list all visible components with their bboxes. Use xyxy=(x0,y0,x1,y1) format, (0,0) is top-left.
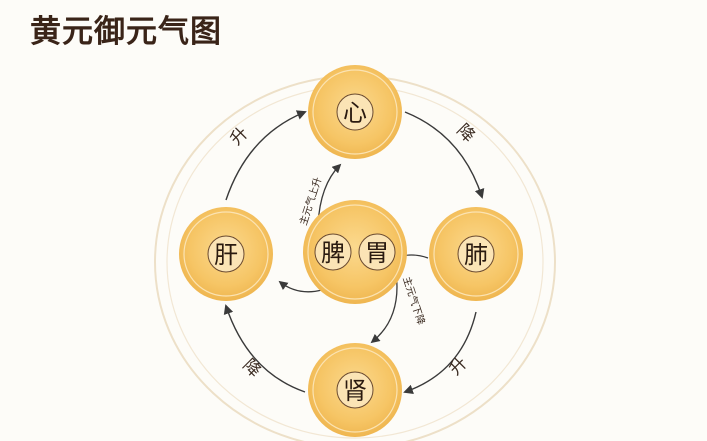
node-center: 脾 胃 xyxy=(303,200,407,304)
node-spleen-label: 脾 xyxy=(321,239,345,267)
node-heart: 心 xyxy=(308,65,402,159)
page-title: 黄元御元气图 xyxy=(30,14,222,50)
label-left-top: 升 xyxy=(226,123,252,149)
arrow-spleen-to-liver xyxy=(278,280,323,293)
arrow-heart-to-lung xyxy=(404,111,485,199)
arrow-liver-to-heart xyxy=(225,110,307,201)
node-liver: 肝 xyxy=(179,207,273,301)
node-heart-label: 心 xyxy=(343,99,367,127)
arrow-lung-to-kidney xyxy=(403,311,477,395)
node-lung-label: 肺 xyxy=(464,241,488,269)
label-stomach-down: 主元气下降 xyxy=(400,275,428,327)
arrow-kidney-to-liver xyxy=(223,304,306,393)
node-stomach-label: 胃 xyxy=(365,239,389,267)
label-right-top: 降 xyxy=(452,120,478,146)
label-right-bottom: 升 xyxy=(445,353,471,379)
node-liver-label: 肝 xyxy=(214,241,238,269)
node-lung: 肺 xyxy=(429,207,523,301)
node-kidney-label: 肾 xyxy=(343,377,367,405)
label-left-bottom: 降 xyxy=(238,355,264,381)
node-kidney: 肾 xyxy=(308,343,402,437)
